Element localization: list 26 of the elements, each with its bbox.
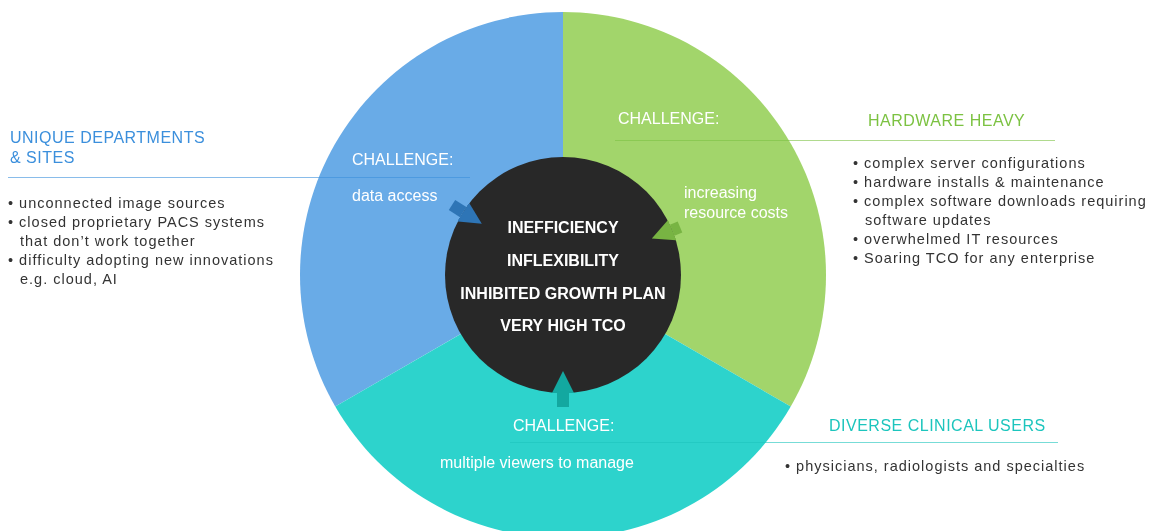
bullet-item: • complex server configurations: [853, 154, 1087, 173]
outcome-text: INHIBITED GROWTH PLAN: [459, 284, 667, 304]
bullet-item: • difficulty adopting new innovations e.g. cloud, AI: [8, 251, 275, 289]
challenge-heading: CHALLENGE:: [513, 416, 615, 436]
bullet-item: • hardware installs & maintenance: [853, 173, 1106, 192]
bullet-item: • Soaring TCO for any enterprise: [853, 249, 1097, 268]
challenge-text: data access: [352, 186, 438, 206]
challenge-text: increasing resource costs: [684, 183, 790, 223]
section-heading: UNIQUE DEPARTMENTS & SITES: [10, 128, 207, 168]
outcome-text: INFLEXIBILITY: [506, 251, 620, 271]
bullet-item: • unconnected image sources: [8, 194, 227, 213]
bullet-item: • complex software downloads requiring software updates: [853, 192, 1148, 230]
outcome-text: VERY HIGH TCO: [499, 316, 627, 336]
challenge-text: multiple viewers to manage: [440, 453, 634, 473]
bullet-item: • closed proprietary PACS systems that don’t work together: [8, 213, 266, 251]
bullet-item: • overwhelmed IT resources: [853, 230, 1060, 249]
challenge-heading: CHALLENGE:: [352, 150, 454, 170]
section-heading: HARDWARE HEAVY: [868, 111, 1027, 131]
outcome-text: INEFFICIENCY: [506, 218, 620, 238]
arrow: [448, 199, 482, 224]
arrow: [552, 371, 574, 407]
bullet-item: • physicians, radiologists and specialties: [785, 457, 1087, 476]
section-heading: DIVERSE CLINICAL USERS: [829, 416, 1047, 436]
pie-segment: [335, 334, 791, 531]
arrow: [651, 220, 683, 241]
challenge-heading: CHALLENGE:: [618, 109, 720, 129]
